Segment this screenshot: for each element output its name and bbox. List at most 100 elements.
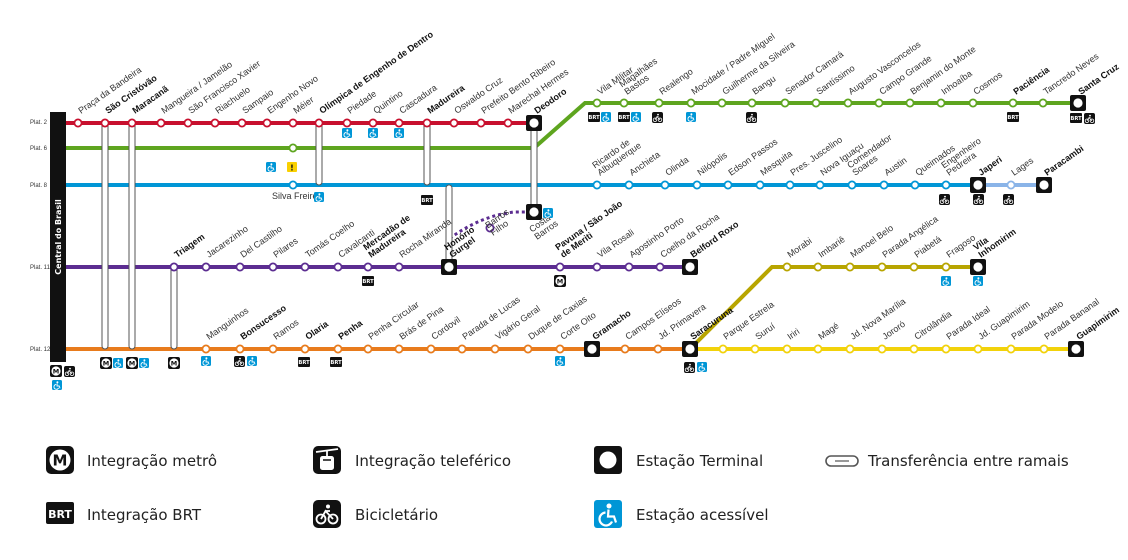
wheelchair-icon — [265, 161, 277, 173]
platform-label: Plat. 6 — [30, 146, 48, 152]
station-corte-oito — [555, 344, 565, 354]
svg-text:M: M — [53, 452, 68, 470]
station-rocha-miranda — [394, 262, 404, 272]
metro-icon — [168, 357, 180, 369]
station-nova-iguacu — [815, 180, 825, 190]
metro-icon — [50, 365, 62, 377]
wheelchair-icon — [138, 357, 150, 369]
wheelchair-icon — [246, 355, 258, 367]
station-label-agostinho-porto: Agostinho Porto — [627, 215, 685, 260]
transfer-connectors — [101, 122, 538, 350]
metro-icon: M — [46, 446, 74, 474]
brt-icon — [330, 357, 343, 367]
metro-icon — [554, 275, 566, 287]
station-mesquita — [755, 180, 765, 190]
bicycle-icon — [972, 193, 985, 206]
legend-terminal-label: Estação Terminal — [636, 452, 763, 470]
wheelchair-icon — [112, 357, 124, 369]
station-label-mage: Magé — [816, 321, 840, 342]
wheelchair-icon — [393, 127, 405, 139]
legend-brt-label: Integração BRT — [87, 506, 202, 524]
station-bonsucesso — [235, 344, 245, 354]
wheelchair-icon — [594, 500, 622, 528]
station-pilares — [268, 262, 278, 272]
station-magalhaes-bastos — [619, 98, 629, 108]
station-coelho-da-rocha — [655, 262, 665, 272]
station-label-surui: Suruí — [753, 321, 777, 342]
terminal-station-icon — [685, 344, 695, 354]
station-guilherme-da-silveira — [717, 98, 727, 108]
station-label-jororo: Jororó — [880, 319, 907, 342]
station-manoel-belo — [845, 262, 855, 272]
station-label-lages: Lages — [1009, 155, 1035, 178]
station-santissimo — [811, 98, 821, 108]
station-realengo — [654, 98, 664, 108]
terminal-station-icon — [594, 446, 622, 474]
station-marechal-hermes — [503, 118, 513, 128]
transfer-connector — [128, 122, 136, 350]
station-praca-da-bandeira — [73, 118, 83, 128]
station-surui — [750, 344, 760, 354]
station-campo-grande — [874, 98, 884, 108]
station-maracana — [127, 118, 137, 128]
station-austin — [879, 180, 889, 190]
station-ricardo-de-albuquerque — [592, 180, 602, 190]
station-label-pilares: Pilares — [271, 235, 300, 259]
station-tancredo-neves — [1038, 98, 1048, 108]
terminal-station-icon — [444, 262, 454, 272]
station-tomas-coelho — [300, 262, 310, 272]
station-label-olaria: Olaria — [303, 318, 330, 341]
station-label-nilopolis: Nilópolis — [695, 150, 729, 178]
station-sao-cristovao — [100, 118, 110, 128]
cable-car-icon — [313, 446, 341, 474]
line-santa-cruz — [66, 101, 1078, 150]
station-olinda — [660, 180, 670, 190]
wheelchair-icon — [51, 379, 63, 391]
station-riachuelo — [210, 118, 220, 128]
station-mercadao-de-madureira — [363, 262, 373, 272]
wheelchair-icon — [313, 191, 325, 203]
station-label-ramos: Ramos — [271, 317, 300, 342]
terminal-station-icon — [529, 118, 539, 128]
station-label-magalhaes-bastos: MagalhãesBastos — [617, 56, 664, 97]
station-mocidade-padre-miguel — [686, 98, 696, 108]
station-jd-primavera — [653, 344, 663, 354]
station-label-silva-freire: Silva Freire — [272, 191, 318, 201]
station-penha-circular — [363, 344, 373, 354]
brt-icon: BRT — [46, 502, 74, 524]
station-label-parada-angelica: Parada Angélica — [880, 214, 939, 260]
station-label-japeri: Japeri — [976, 154, 1003, 177]
brt-icon — [421, 195, 434, 205]
wheelchair-icon — [685, 111, 697, 123]
legend-teleferico-label: Integração teleférico — [355, 452, 511, 470]
platform-label: Plat. 11 — [30, 265, 51, 271]
terminal-station-icon — [587, 344, 597, 354]
station-bras-de-pina — [394, 344, 404, 354]
station-engenheiro-pedreira — [941, 180, 951, 190]
legend-transferencia-label: Transferência entre ramais — [867, 452, 1069, 470]
station-morabi — [782, 262, 792, 272]
station-cavalcanti — [333, 262, 343, 272]
wheelchair-icon — [200, 355, 212, 367]
station-olaria — [300, 344, 310, 354]
terminal-station-icon — [1071, 344, 1081, 354]
station-label-morabi: Morabi — [785, 236, 813, 260]
station-triagem — [169, 262, 179, 272]
central-do-brasil-label: Central do Brasil — [54, 199, 63, 275]
wheelchair-icon — [554, 355, 566, 367]
station-parada-bananal — [1039, 344, 1049, 354]
station-parque-estrela — [718, 344, 728, 354]
station-fragoso — [941, 262, 951, 272]
station-manguinhos — [201, 344, 211, 354]
wheelchair-icon — [341, 127, 353, 139]
wheelchair-icon — [696, 361, 708, 373]
station-label-iriri: Iriri — [785, 326, 801, 341]
notice-mark: ! — [290, 164, 294, 173]
transfer-connector — [170, 266, 178, 350]
bicycle-icon — [938, 193, 951, 206]
metro-icon — [100, 357, 112, 369]
terminal-station-icon — [1073, 98, 1083, 108]
station-label-pres-juscelino: Pres. Juscelino — [788, 134, 844, 177]
station-imbarie — [813, 262, 823, 272]
